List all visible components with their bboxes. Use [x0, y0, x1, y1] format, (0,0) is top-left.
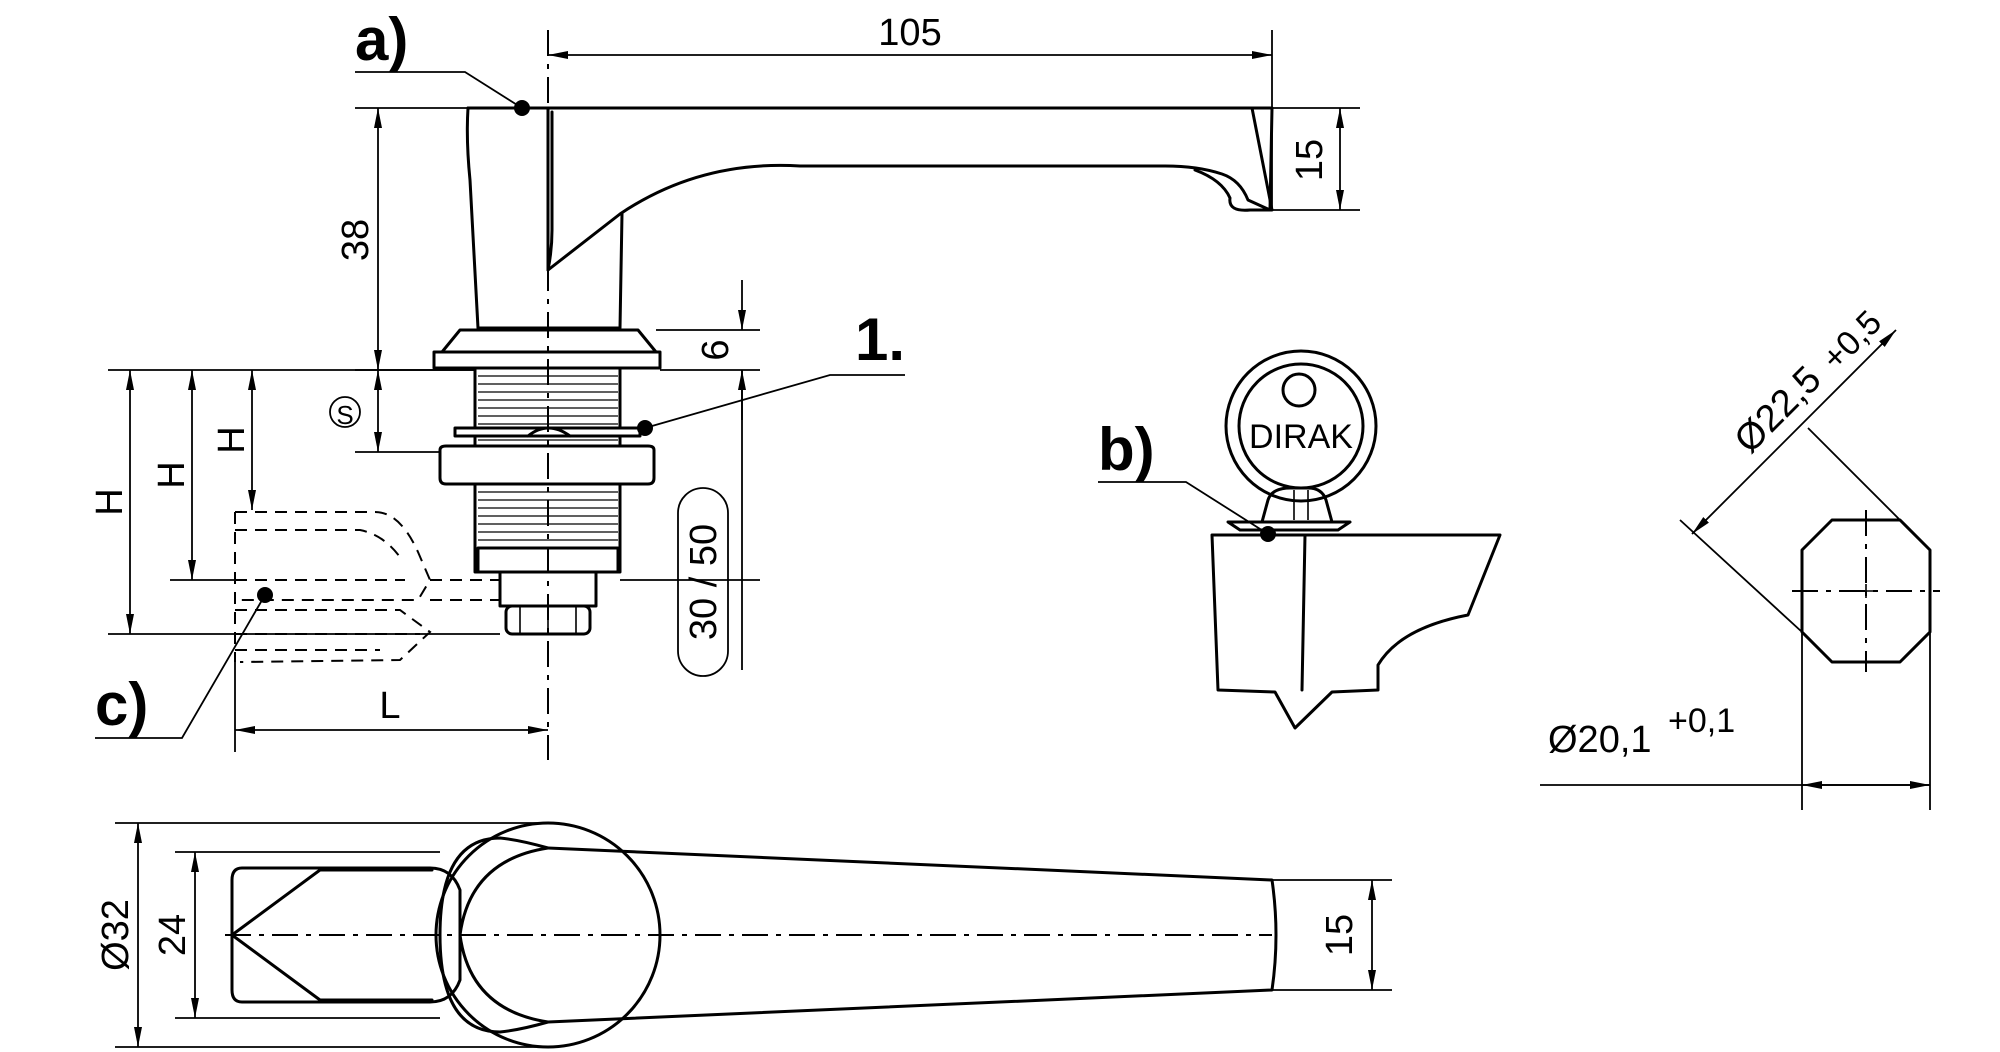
dim-h1-text: H	[89, 488, 131, 515]
hole-profile: Ø20,1 +0,1 Ø22,5 +0,5	[1540, 303, 1940, 810]
label-b: b)	[1098, 416, 1155, 483]
dim-38: 38	[335, 107, 475, 371]
dim-15-top-text: 15	[1289, 139, 1331, 181]
dim-15-bottom: 15	[1272, 879, 1392, 991]
dim-38-text: 38	[335, 219, 377, 261]
dim-24: 24	[152, 851, 440, 1019]
key-brand-text: DIRAK	[1249, 418, 1353, 456]
s-mark-text: S	[336, 400, 353, 430]
dim-h3-text: H	[211, 426, 253, 453]
callout-1: 1.	[637, 306, 905, 436]
tol-20-1-text: +0,1	[1668, 702, 1735, 740]
callout-b: b)	[1098, 416, 1276, 542]
callout-c: c)	[95, 587, 273, 739]
label-1: 1.	[855, 306, 905, 373]
tol-22-5-text: +0,5	[1815, 303, 1889, 377]
dim-15-bottom-text: 15	[1319, 914, 1361, 956]
dim-24-text: 24	[152, 914, 194, 956]
dim-dia-32: Ø32	[95, 822, 548, 1048]
dia-20-1-text: Ø20,1	[1548, 719, 1652, 761]
dim-h2-text: H	[151, 461, 193, 488]
label-c: c)	[95, 671, 148, 738]
dim-15-top: 15	[1272, 107, 1360, 211]
dim-dia-32-text: Ø32	[95, 899, 137, 971]
key-lock-view: DIRAK	[1210, 349, 1502, 730]
dim-105: 105	[548, 12, 1273, 210]
dia-22-5-text: Ø22,5	[1727, 358, 1830, 461]
dim-105-text: 105	[878, 12, 941, 54]
s-dimension: S	[329, 370, 440, 453]
dim-l: L	[234, 662, 548, 752]
dim-30-50: 30 / 50	[620, 370, 760, 677]
label-a: a)	[355, 6, 408, 73]
dim-6-text: 6	[695, 339, 737, 360]
dim-30-50-text: 30 / 50	[683, 524, 725, 640]
dim-h-set: H H H	[89, 369, 500, 635]
lever-handle-side-view	[234, 106, 1274, 663]
callout-a: a)	[355, 6, 530, 116]
dim-l-text: L	[379, 685, 400, 727]
